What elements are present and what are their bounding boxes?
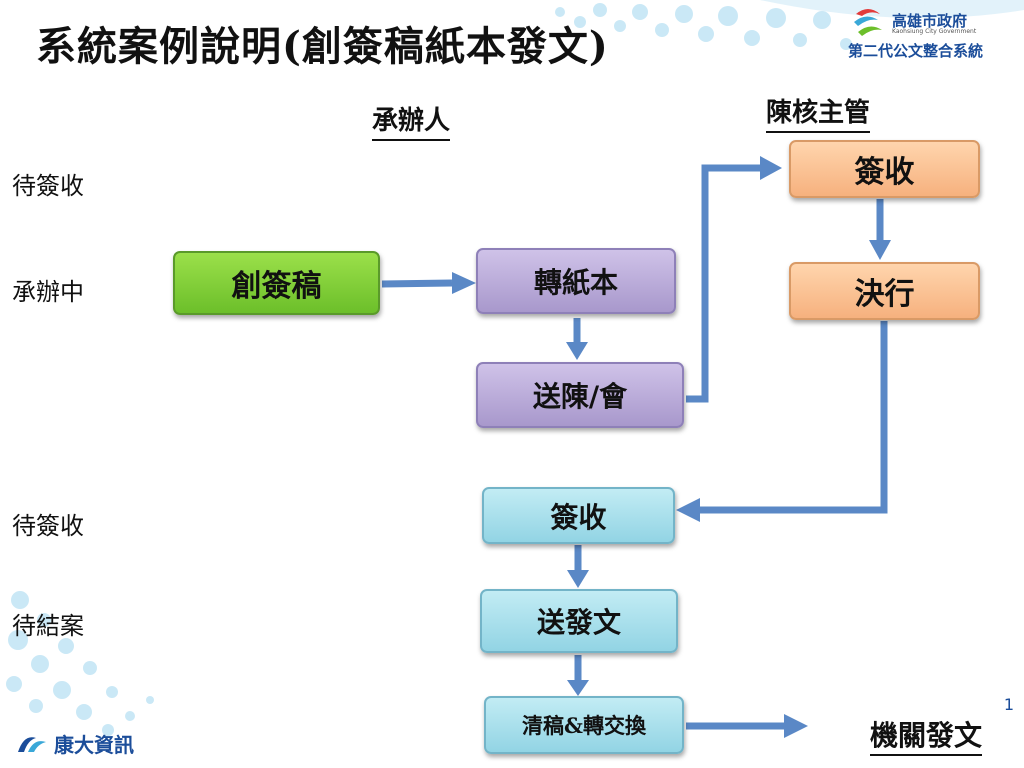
node-supervisor-sign: 簽收 [789, 140, 980, 198]
column-header-supervisor: 陳核主管 [766, 92, 871, 133]
page-number: 1 [1003, 695, 1014, 714]
row-label-in-progress: 承辦中 [12, 278, 84, 306]
node-create-draft: 創簽稿 [173, 251, 380, 315]
brand-name: 康大資訊 [54, 733, 134, 757]
destination-label: 機關發文 [869, 714, 982, 756]
node-to-paper: 轉紙本 [476, 248, 676, 314]
arrow-approve-to-handler [700, 321, 888, 514]
arrow-send-to-supervisor [686, 164, 760, 403]
node-handler-sign: 簽收 [482, 487, 675, 544]
node-send-doc: 送發文 [480, 589, 678, 653]
brand-logo: 康大資訊 [14, 729, 134, 758]
row-label-pending-sign: 待簽收 [12, 172, 84, 200]
row-label-pending-sign-2: 待簽收 [12, 512, 84, 540]
logo-name: 高雄市政府 [892, 12, 968, 30]
node-approve: 決行 [789, 262, 980, 320]
page-title: 系統案例說明(創簽稿紙本發文) [36, 23, 609, 70]
brand-icon [18, 736, 46, 752]
logo-subtitle: Kaohsiung City Government [892, 28, 977, 35]
kaohsiung-logo: 高雄市政府 Kaohsiung City Government 第二代公文整合系… [848, 6, 1008, 62]
city-emblem-icon [854, 9, 882, 36]
column-header-handler: 承辦人 [372, 100, 451, 141]
node-clean-exchange: 清稿&轉交換 [484, 696, 684, 754]
arrow-create-to-paper [381, 279, 453, 288]
row-label-pending-close: 待結案 [12, 612, 84, 640]
node-send-review: 送陳/會 [476, 362, 684, 428]
logo-system: 第二代公文整合系統 [848, 42, 984, 60]
